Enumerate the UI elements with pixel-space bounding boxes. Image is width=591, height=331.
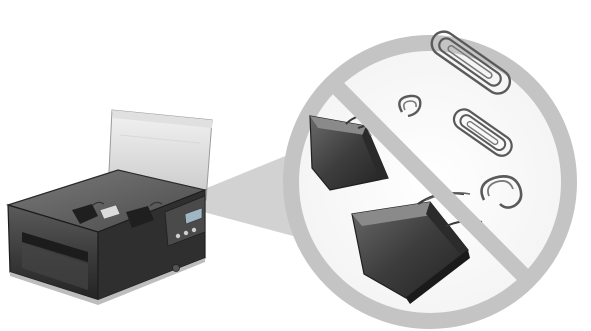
printer-icon bbox=[8, 110, 212, 305]
